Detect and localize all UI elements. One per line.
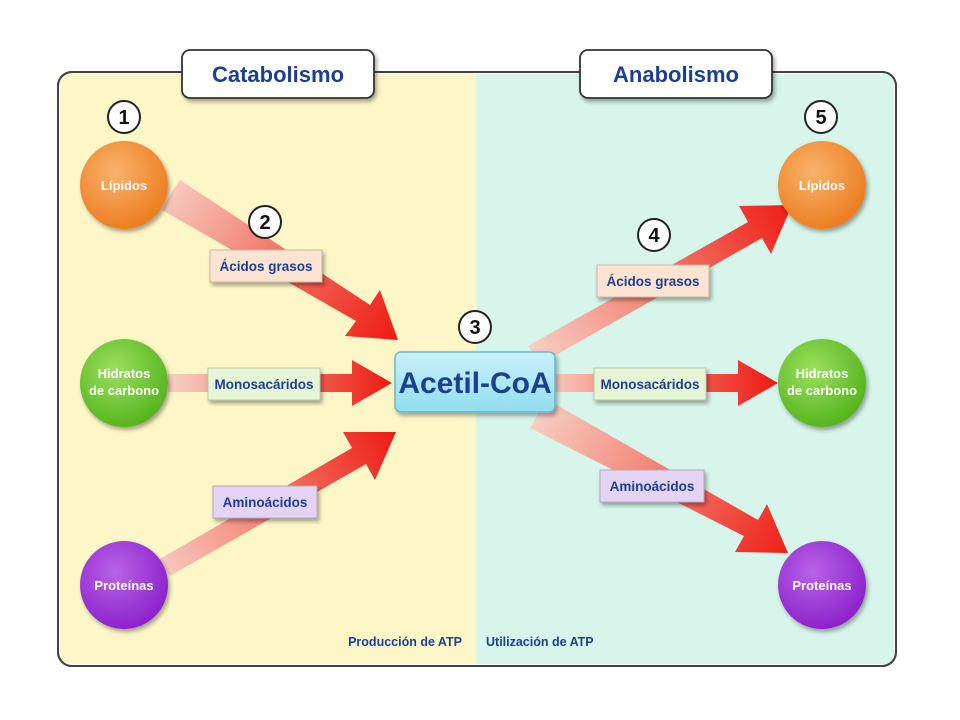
step-number-1-label: 1 [118, 107, 129, 129]
molecule-proteins-left: Proteínas [80, 541, 168, 629]
tag-monosaccharides-left: Monosacáridos [207, 367, 321, 401]
molecule-carbs-left-line1: Hidratos [98, 366, 151, 381]
header-catabolism-label: Catabolismo [212, 62, 344, 87]
tag-monosaccharides-left-box [207, 367, 321, 401]
tag-amino-acids-right-label: Aminoácidos [610, 479, 695, 494]
molecule-carbs-right: Hidratos de carbono [778, 339, 866, 427]
tag-fatty-acids-left: Ácidos grasos [209, 249, 323, 283]
step-number-5: 5 [804, 100, 838, 134]
step-number-5-label: 5 [815, 107, 826, 129]
molecule-lipids-right-label: Lípidos [799, 178, 845, 193]
tag-monosaccharides-right: Monosacáridos [593, 367, 707, 401]
tag-amino-acids-left: Aminoácidos [212, 485, 318, 519]
molecule-proteins-right-label: Proteínas [792, 578, 851, 593]
tag-fatty-acids-left-label: Ácidos grasos [219, 259, 312, 274]
step-number-2: 2 [248, 205, 282, 239]
tag-monosaccharides-right-box [593, 367, 707, 401]
acetyl-coa-box [394, 351, 556, 413]
step-number-1: 1 [107, 100, 141, 134]
tag-amino-acids-left-label: Aminoácidos [223, 495, 308, 510]
molecule-proteins-left-label: Proteínas [94, 578, 153, 593]
molecule-lipids-left-label: Lípidos [101, 178, 147, 193]
step-number-3: 3 [458, 310, 492, 344]
tag-fatty-acids-right: Ácidos grasos [596, 264, 710, 298]
molecule-carbs-right-line2: de carbono [787, 383, 857, 398]
acetyl-coa-node: Acetil-CoA [394, 351, 556, 413]
molecule-lipids-right: Lípidos [778, 141, 866, 229]
step-number-4-label: 4 [648, 225, 660, 247]
footer-atp-production: Producción de ATP [348, 635, 462, 649]
tag-fatty-acids-left-box [209, 249, 323, 283]
molecule-carbs-left-line2: de carbono [89, 383, 159, 398]
molecule-proteins-right: Proteínas [778, 541, 866, 629]
tag-monosaccharides-left-label: Monosacáridos [214, 377, 313, 392]
molecule-carbs-left: Hidratos de carbono [80, 339, 168, 427]
tag-monosaccharides-right-label: Monosacáridos [600, 377, 699, 392]
footer-atp-utilization: Utilización de ATP [486, 635, 594, 649]
molecule-carbs-right-line1: Hidratos [796, 366, 849, 381]
tag-amino-acids-right-box [599, 469, 705, 503]
acetyl-coa-label: Acetil-CoA [398, 367, 551, 400]
step-number-4: 4 [637, 218, 671, 252]
step-number-2-label: 2 [259, 212, 270, 234]
panel-outline [57, 71, 897, 667]
tag-fatty-acids-right-label: Ácidos grasos [606, 274, 699, 289]
tag-amino-acids-right: Aminoácidos [599, 469, 705, 503]
molecule-lipids-left: Lípidos [80, 141, 168, 229]
tag-fatty-acids-right-box [596, 264, 710, 298]
header-catabolism: Catabolismo [181, 49, 375, 99]
header-anabolism-label: Anabolismo [613, 62, 739, 87]
tag-amino-acids-left-box [212, 485, 318, 519]
step-number-3-label: 3 [469, 317, 480, 339]
header-anabolism: Anabolismo [579, 49, 773, 99]
